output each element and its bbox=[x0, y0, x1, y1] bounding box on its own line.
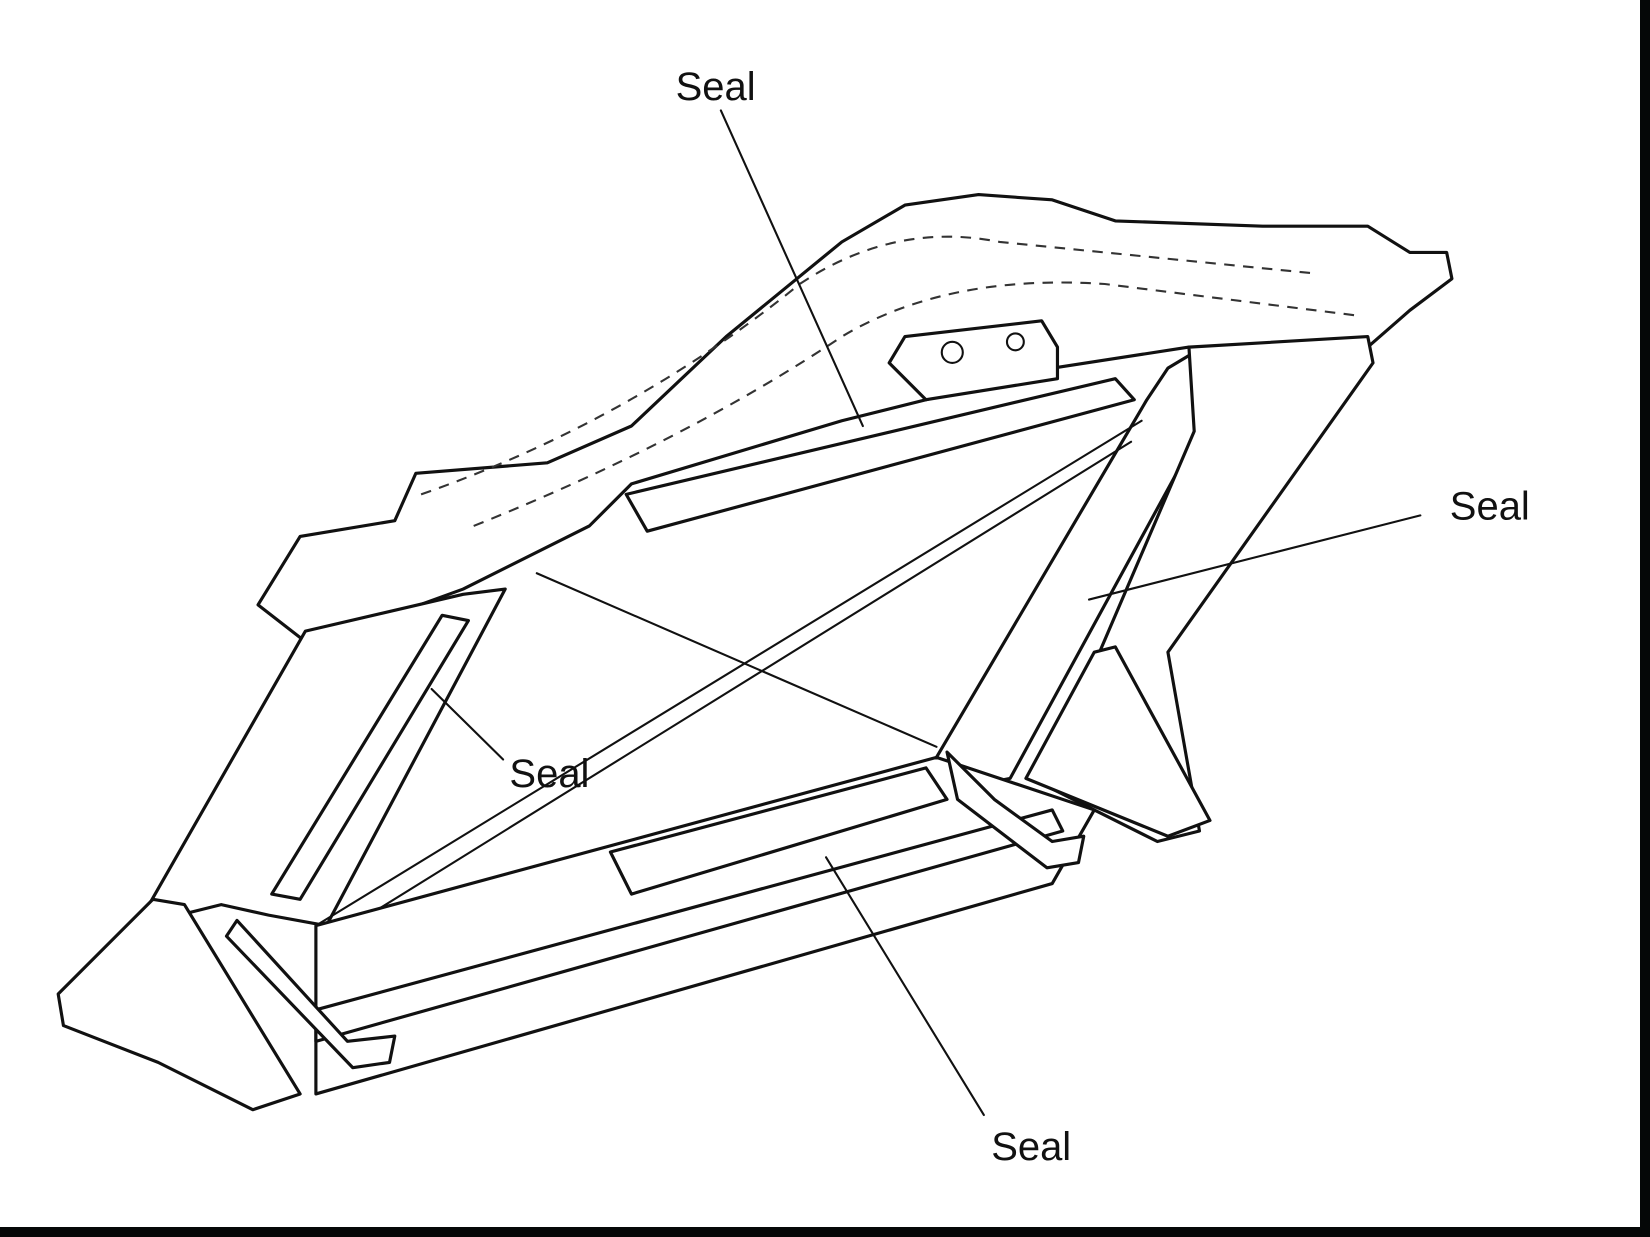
mount-block bbox=[887, 319, 1060, 402]
hook-bracket bbox=[224, 918, 397, 1070]
cross-brace bbox=[535, 572, 938, 748]
border-right bbox=[1640, 0, 1650, 1237]
bottom-seal-bar bbox=[608, 766, 949, 896]
mount-hole bbox=[940, 340, 964, 364]
seal-label-middle: Seal bbox=[509, 752, 589, 796]
border-bottom bbox=[0, 1227, 1650, 1237]
hook-bracket bbox=[945, 750, 1086, 870]
mount-hole bbox=[1005, 332, 1025, 352]
cross-brace bbox=[314, 419, 1143, 927]
top-seal-bar bbox=[624, 377, 1136, 533]
cross-brace bbox=[325, 440, 1133, 943]
leader-line-middle bbox=[430, 687, 505, 761]
panel-contour bbox=[473, 281, 1358, 527]
left-foot bbox=[56, 897, 302, 1112]
seal-label-right: Seal bbox=[1450, 485, 1530, 529]
right-foot bbox=[1024, 645, 1212, 838]
left-inner-seal bbox=[270, 613, 470, 901]
seal-label-top: Seal bbox=[676, 65, 756, 109]
upper-body-panel bbox=[256, 193, 1454, 644]
leader-line-top bbox=[719, 109, 864, 428]
seal-label-bottom: Seal bbox=[991, 1125, 1071, 1169]
leader-line-right bbox=[1087, 514, 1422, 601]
panel-contour bbox=[420, 235, 1316, 496]
leader-line-bottom bbox=[825, 856, 985, 1117]
